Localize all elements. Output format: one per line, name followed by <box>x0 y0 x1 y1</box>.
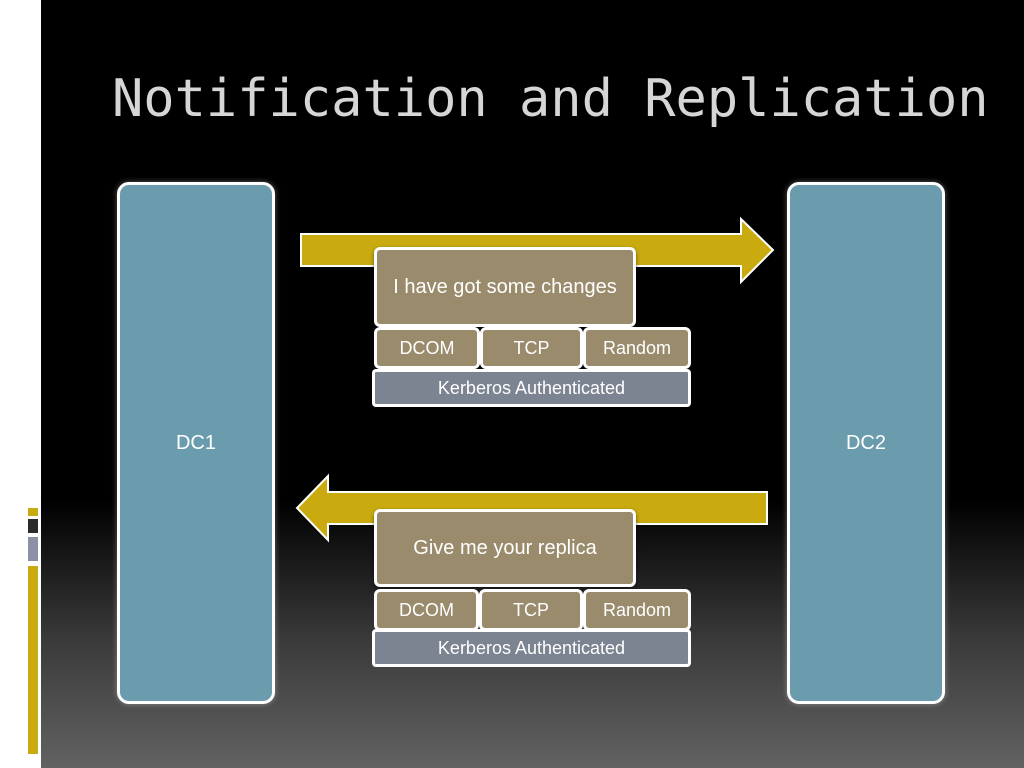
replication-message: Give me your replica <box>413 537 597 559</box>
protocol-label: Random <box>602 599 672 620</box>
protocol-label: TCP <box>513 337 550 358</box>
accent-bar <box>28 519 38 533</box>
accent-bar <box>28 508 38 516</box>
protocol-random: Random <box>583 589 691 631</box>
protocol-label: DCOM <box>399 599 454 620</box>
auth-label: Kerberos Authenticated <box>437 637 626 658</box>
protocol-tcp: TCP <box>480 327 583 369</box>
protocol-label: DCOM <box>399 337 455 358</box>
protocol-dcom: DCOM <box>374 327 480 369</box>
protocol-label: TCP <box>513 599 549 620</box>
protocol-random: Random <box>583 327 691 369</box>
notification-message-box: I have got some changes <box>374 247 636 327</box>
kerberos-auth-bar: Kerberos Authenticated <box>372 369 691 407</box>
slide-title: Notification and Replication <box>112 69 989 129</box>
protocol-dcom: DCOM <box>374 589 479 631</box>
dc1-box: DC1 <box>117 182 275 704</box>
dc2-box: DC2 <box>787 182 945 704</box>
kerberos-auth-bar: Kerberos Authenticated <box>372 629 691 667</box>
accent-bar <box>28 566 38 754</box>
dc2-label: DC2 <box>845 431 886 454</box>
notification-message: I have got some changes <box>393 276 617 298</box>
replication-message-box: Give me your replica <box>374 509 636 587</box>
protocol-label: Random <box>602 337 672 358</box>
dc1-label: DC1 <box>175 431 216 454</box>
auth-label: Kerberos Authenticated <box>437 377 626 398</box>
protocol-tcp: TCP <box>479 589 583 631</box>
accent-bar <box>28 537 38 561</box>
